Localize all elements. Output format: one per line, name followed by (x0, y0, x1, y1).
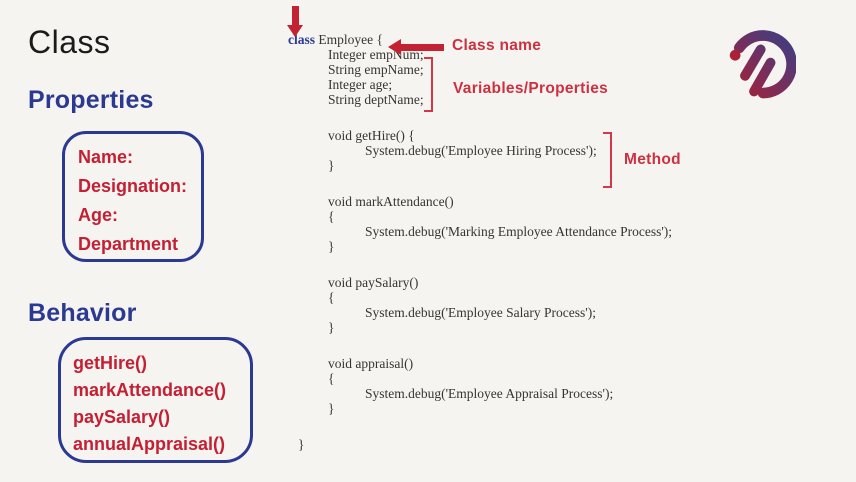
down-arrow-head (287, 25, 303, 37)
left-arrow-head (388, 39, 401, 55)
code-line (288, 107, 672, 128)
box-list-item: markAttendance() (73, 380, 227, 400)
code-line: void appraisal() (328, 356, 414, 371)
code-line: void paySalary() (328, 275, 419, 290)
brand-logo-icon (729, 30, 796, 99)
code-line: System.debug('Employee Salary Process'); (365, 305, 596, 320)
code-line: { (328, 209, 335, 224)
down-arrow-shaft (291, 6, 299, 25)
code-line: void getHire() { (328, 128, 415, 143)
method-label: Method (624, 151, 681, 168)
box-list-item: Designation: (78, 176, 188, 196)
behavior-box: getHire() markAttendance() paySalary() annu… (58, 337, 253, 463)
box-list-item: Age: (78, 205, 118, 225)
page-title: Class (28, 24, 111, 60)
box-list-item: annualAppraisal() (73, 434, 226, 454)
code-line: String empName; (328, 62, 424, 77)
code-line: } (328, 158, 335, 173)
code-line: { (328, 371, 335, 386)
box-list-item: paySalary() (73, 407, 171, 427)
class-name-label: Class name (452, 37, 542, 54)
box-list-item: Name: (78, 147, 134, 167)
code-line: } (328, 239, 335, 254)
code-line: void markAttendance() (328, 194, 454, 209)
code-line (288, 173, 672, 194)
behavior-heading: Behavior (28, 299, 137, 327)
method-bracket-icon (603, 132, 612, 188)
code-line (288, 416, 672, 437)
box-list-item: Department (78, 234, 179, 254)
variables-bracket-icon (424, 57, 433, 112)
code-line (288, 335, 672, 356)
variables-label: Variables/Properties (453, 80, 609, 97)
code-line: Integer age; (328, 77, 393, 92)
code-line: } (328, 401, 335, 416)
code-line: System.debug('Employee Hiring Process'); (365, 143, 597, 158)
properties-heading: Properties (28, 86, 154, 114)
code-line: } (328, 320, 335, 335)
code-line: { (328, 290, 335, 305)
code-line: String deptName; (328, 92, 424, 107)
code-block: class Employee {Integer empNum;String em… (288, 32, 672, 452)
left-arrow-shaft (401, 43, 444, 51)
down-arrow-icon (287, 6, 303, 37)
code-line: System.debug('Marking Employee Attendanc… (365, 224, 673, 239)
properties-box: Name: Designation: Age: Department (62, 131, 204, 262)
box-list-item: getHire() (73, 353, 148, 373)
code-line: } (298, 437, 305, 452)
code-line: System.debug('Employee Appraisal Process… (365, 386, 614, 401)
code-line (288, 254, 672, 275)
left-arrow-icon (388, 39, 444, 55)
